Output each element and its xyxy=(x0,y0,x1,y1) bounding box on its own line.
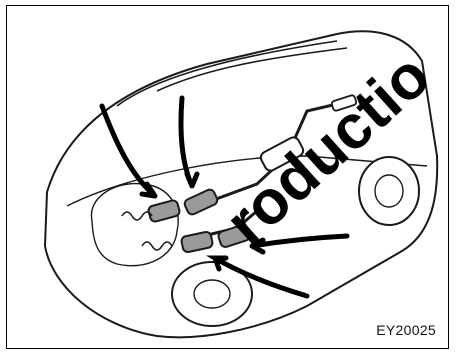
arrow-center-top xyxy=(181,98,197,186)
figure-code: EY20025 xyxy=(376,322,436,338)
catalytic-converter-1 xyxy=(147,199,180,222)
catalytic-converter-2 xyxy=(183,188,219,216)
car-exhaust-illustration xyxy=(7,6,450,350)
catalytic-converter-3 xyxy=(181,231,214,253)
engine-outline xyxy=(91,184,178,266)
car-roof-line xyxy=(117,41,347,106)
rear-wheel xyxy=(359,157,419,225)
manifold-coil-lower xyxy=(142,242,172,250)
figure-frame: roductio EY20025 xyxy=(6,5,449,349)
muffler xyxy=(259,135,305,172)
manifold-coil-upper xyxy=(122,212,152,220)
arrow-right-mid xyxy=(252,236,347,252)
catalytic-converter-4 xyxy=(217,224,250,248)
tailpipe xyxy=(331,95,357,112)
